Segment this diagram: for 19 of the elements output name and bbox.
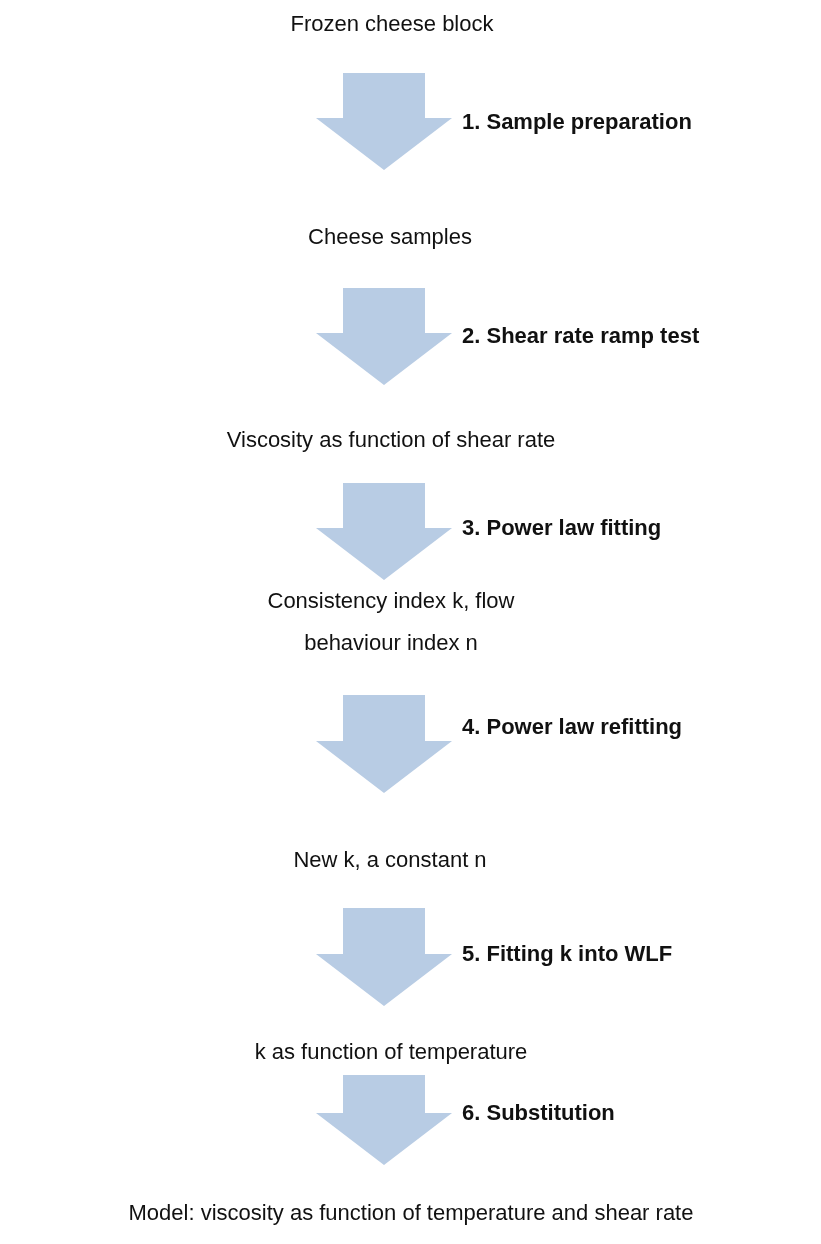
step-result-text: Cheese samples xyxy=(308,223,472,251)
block-arrow xyxy=(316,908,452,1006)
step-result-text: Model: viscosity as function of temperature and shear rate xyxy=(128,1199,694,1227)
block-arrow xyxy=(316,483,452,580)
step-result-text: Frozen cheese block xyxy=(290,10,494,38)
block-arrow xyxy=(316,695,452,793)
edge-label: 6. Substitution xyxy=(462,1099,615,1127)
block-arrow xyxy=(316,73,452,170)
step-result-text: New k, a constant n xyxy=(293,846,487,874)
edge-label: 3. Power law fitting xyxy=(462,514,662,542)
block-arrow xyxy=(316,1075,452,1165)
edge-label: 1. Sample preparation xyxy=(462,108,692,136)
edge-label: 5. Fitting k into WLF xyxy=(462,940,673,968)
step-result-text: Viscosity as function of shear rate xyxy=(226,426,556,454)
step-result-text: k as function of temperature xyxy=(254,1038,528,1066)
step-result-text: Consistency index k, flow behaviour index n xyxy=(266,587,516,657)
edge-label: 2. Shear rate ramp test xyxy=(462,322,700,350)
edge-label: 4. Power law refitting xyxy=(462,713,683,741)
block-arrow xyxy=(316,288,452,385)
